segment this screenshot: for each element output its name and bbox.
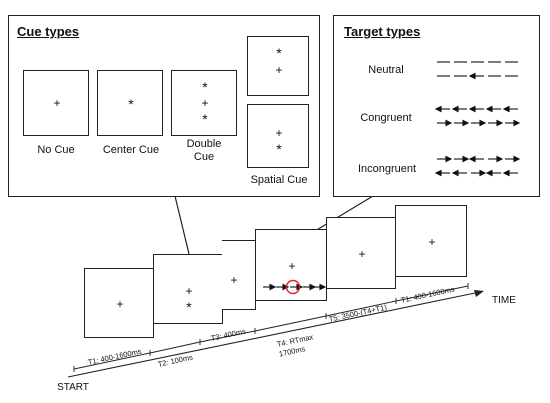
target-highlight-circle	[285, 279, 301, 295]
center-cue-label: Center Cue	[102, 144, 160, 156]
right-arrow-icon	[505, 119, 521, 127]
fixation-cross: +	[116, 297, 124, 311]
fixation-cross: +	[358, 247, 366, 261]
right-arrow-icon	[471, 119, 487, 127]
right-arrow-icon	[454, 119, 470, 127]
left-arrow-icon	[502, 169, 518, 177]
fixation-cross: +	[53, 96, 61, 110]
no-cue-box: +	[23, 70, 89, 136]
frame-fixation-2: +	[222, 240, 256, 310]
left-arrow-icon	[434, 169, 450, 177]
right-arrow-icon	[437, 119, 453, 127]
frame-cue: + *	[153, 254, 223, 324]
fixation-cross: +	[230, 273, 238, 287]
cue-types-panel: Cue types + No Cue * Center Cue * + * Do…	[8, 15, 320, 197]
target-arrows	[263, 279, 327, 295]
target-callout-line	[309, 195, 374, 235]
center-cue-star: *	[128, 96, 134, 112]
flanker-arrows	[434, 61, 521, 177]
fixation-cross: +	[185, 284, 193, 298]
double-cue-star-top: *	[202, 79, 208, 95]
frame-fixation-4: +	[395, 205, 467, 277]
spatial-cue-label: Spatial Cue	[250, 174, 308, 186]
cue-star: *	[186, 299, 192, 315]
fixation-cross: +	[428, 235, 436, 249]
left-arrow-icon	[468, 105, 484, 113]
spatial-cue-star: *	[276, 141, 282, 157]
center-cue-box: *	[97, 70, 163, 136]
right-arrow-icon	[471, 169, 487, 177]
fixation-cross: +	[275, 126, 283, 140]
congruent-label: Congruent	[360, 112, 412, 124]
fixation-cross: +	[288, 259, 296, 273]
left-arrow-icon	[434, 105, 450, 113]
right-arrow-icon	[437, 155, 453, 163]
left-arrow-icon	[451, 169, 467, 177]
right-arrow-icon	[488, 155, 504, 163]
timeline-arrow-line	[67, 291, 481, 378]
time-label: TIME	[492, 295, 516, 306]
interval-brackets	[73, 283, 469, 372]
fixation-cross: +	[275, 63, 283, 77]
timeline-arrowhead	[474, 290, 484, 297]
frame-fixation-3: +	[326, 217, 396, 289]
left-arrow-icon	[485, 105, 501, 113]
right-arrow-icon	[505, 155, 521, 163]
right-arrow-icon	[488, 119, 504, 127]
frame-fixation-1: +	[84, 268, 154, 338]
double-cue-label: Double Cue	[186, 138, 222, 163]
spatial-cue-star: *	[276, 45, 282, 61]
incongruent-label: Incongruent	[357, 163, 417, 175]
start-label: START	[57, 382, 89, 393]
frame-target: +	[255, 229, 327, 301]
left-arrow-icon	[468, 72, 484, 80]
target-types-panel: Target types Neutral Congruent Incongrue…	[333, 15, 540, 197]
left-arrow-icon	[485, 169, 501, 177]
fixation-cross: +	[201, 96, 209, 110]
left-arrow-icon	[468, 155, 484, 163]
spatial-cue-box-bottom: + *	[247, 104, 309, 168]
left-arrow-icon	[502, 105, 518, 113]
right-arrow-icon	[454, 155, 470, 163]
double-cue-box: * + *	[171, 70, 237, 136]
double-cue-star-bottom: *	[202, 111, 208, 127]
cue-types-title: Cue types	[17, 24, 80, 39]
cue-callout-line	[174, 195, 191, 259]
left-arrow-icon	[451, 105, 467, 113]
neutral-label: Neutral	[368, 64, 404, 76]
no-cue-label: No Cue	[37, 144, 75, 156]
target-types-title: Target types	[344, 24, 421, 39]
spatial-cue-box-top: * +	[247, 36, 309, 96]
